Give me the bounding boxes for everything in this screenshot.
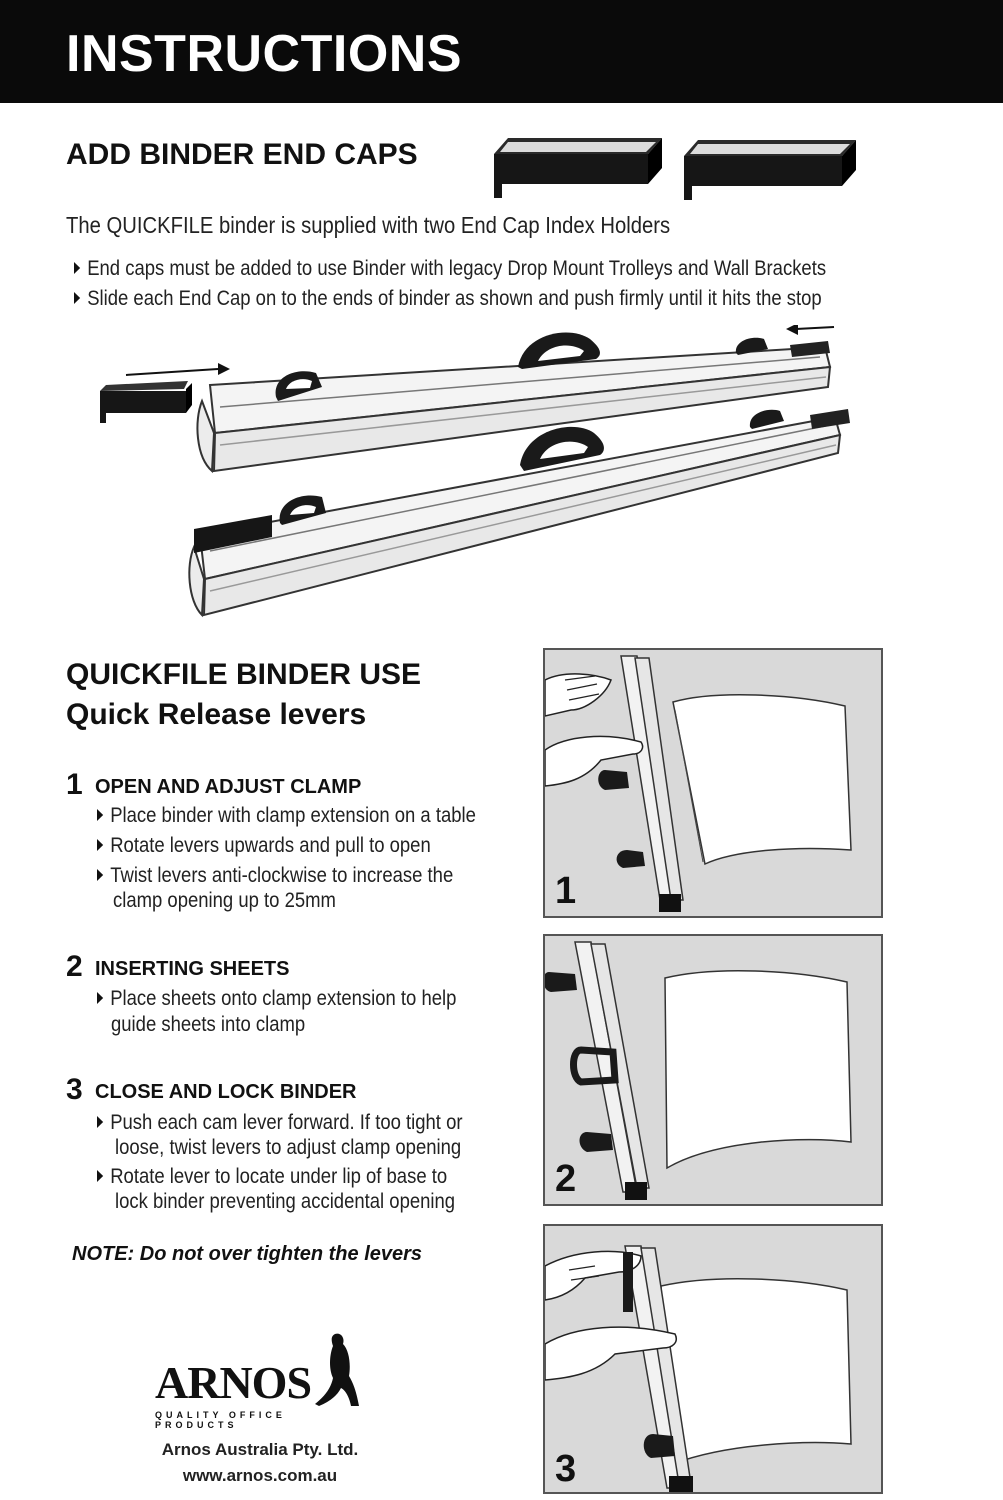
step-panel-3: 3: [543, 1224, 883, 1494]
logo-tagline: QUALITY OFFICE PRODUCTS: [155, 1410, 286, 1430]
bullet-arrow-icon: [97, 809, 104, 821]
end-cap-right: [684, 140, 856, 200]
panel-2-illustration: [545, 941, 852, 1200]
bullet-arrow-icon: [97, 1116, 104, 1128]
step-title: CLOSE AND LOCK BINDER: [95, 1081, 357, 1103]
end-caps-bullet: End caps must be added to use Binder wit…: [74, 258, 826, 279]
end-caps-heading: ADD BINDER END CAPS: [66, 138, 418, 171]
company-website: www.arnos.com.au: [182, 1466, 338, 1485]
page-title: INSTRUCTIONS: [66, 25, 462, 83]
step-bullet: Rotate levers upwards and pull to open: [97, 835, 431, 856]
bullet-text: Place binder with clamp extension on a t…: [110, 804, 476, 827]
step-number: 2: [66, 950, 83, 983]
bullet-continuation: loose, twist levers to adjust clamp open…: [115, 1136, 462, 1159]
bullet-text: Rotate lever to locate under lip of base…: [110, 1165, 448, 1188]
bullet-continuation: guide sheets into clamp: [111, 1013, 306, 1036]
panel-number: 1: [555, 870, 577, 912]
end-cap-slide-left: [100, 381, 192, 423]
panel-number: 2: [555, 1158, 577, 1200]
end-caps-intro: The QUICKFILE binder is supplied with tw…: [66, 212, 671, 238]
end-cap-illustration: [494, 138, 856, 200]
step-panel-1: 1: [543, 648, 883, 918]
step-number: 3: [66, 1073, 83, 1106]
step-bullet: Place binder with clamp extension on a t…: [97, 805, 476, 826]
bullet-continuation: lock binder preventing accidental openin…: [115, 1190, 456, 1213]
panel-number: 3: [555, 1448, 577, 1490]
bullet-arrow-icon: [74, 262, 81, 274]
bullet-text: Rotate levers upwards and pull to open: [110, 834, 431, 857]
bullet-text: Place sheets onto clamp extension to hel…: [110, 987, 457, 1010]
binder-end-caps-illustration: [100, 325, 850, 618]
note-text: NOTE: Do not over tighten the levers: [72, 1243, 423, 1265]
panel-1-illustration: [545, 655, 852, 912]
step-number: 1: [66, 768, 83, 801]
bullet-text: Push each cam lever forward. If too tigh…: [110, 1111, 463, 1134]
binder-use-subheading: Quick Release levers: [66, 698, 367, 731]
arrow-left-icon: [786, 325, 835, 335]
binder-use-heading: QUICKFILE BINDER USE: [66, 658, 422, 691]
kangaroo-icon: [315, 1333, 359, 1406]
binder-bottom: [188, 409, 850, 618]
step-title: OPEN AND ADJUST CLAMP: [95, 776, 362, 798]
bullet-text: Twist levers anti-clockwise to increase …: [110, 864, 454, 887]
step-bullet: Rotate lever to locate under lip of base…: [97, 1166, 447, 1187]
bullet-continuation: clamp opening up to 25mm: [113, 889, 336, 912]
end-cap-left: [494, 138, 662, 198]
bullet-arrow-icon: [97, 839, 104, 851]
bullet-arrow-icon: [74, 292, 81, 304]
step-panel-2: 2: [543, 934, 883, 1206]
bullet-arrow-icon: [97, 869, 104, 881]
step-bullet: Twist levers anti-clockwise to increase …: [97, 865, 453, 886]
arrow-right-icon: [125, 363, 230, 376]
end-caps-bullet: Slide each End Cap on to the ends of bin…: [74, 288, 822, 309]
logo-wordmark: ARNOS: [155, 1357, 312, 1408]
panel-3-illustration: [545, 1245, 852, 1492]
binder-top: [196, 332, 832, 474]
bullet-text: End caps must be added to use Binder wit…: [87, 257, 827, 280]
arnos-logo: ARNOS QUALITY OFFICE PRODUCTS: [155, 1333, 365, 1430]
step-title: INSERTING SHEETS: [95, 958, 290, 980]
bullet-arrow-icon: [97, 1170, 104, 1182]
company-name: Arnos Australia Pty. Ltd.: [161, 1440, 359, 1459]
step-bullet: Place sheets onto clamp extension to hel…: [97, 988, 456, 1009]
bullet-arrow-icon: [97, 992, 104, 1004]
header-bar: [0, 0, 1003, 103]
bullet-text: Slide each End Cap on to the ends of bin…: [87, 287, 822, 310]
step-bullet: Push each cam lever forward. If too tigh…: [97, 1112, 463, 1133]
